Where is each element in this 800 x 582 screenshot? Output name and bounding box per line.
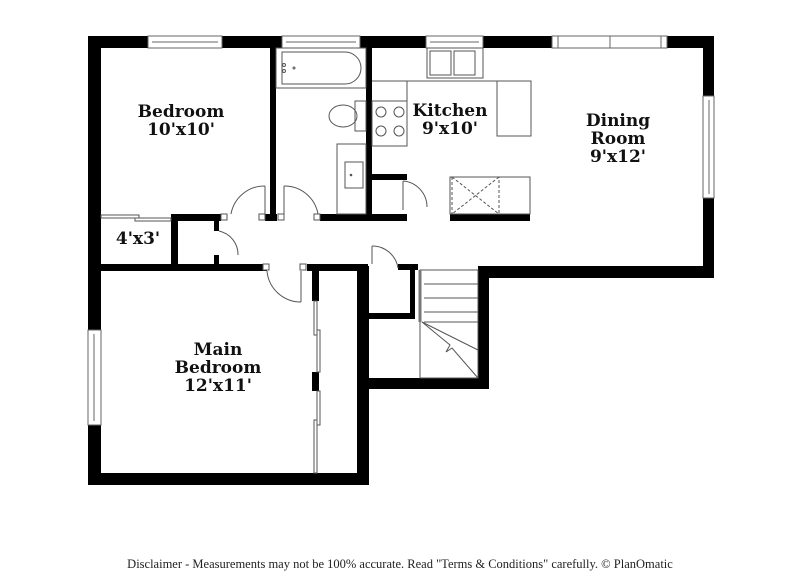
room-label-dining-room: Dining Room 9'x12' bbox=[585, 111, 651, 167]
room-name-line2: Room bbox=[590, 128, 646, 149]
room-label-bedroom: Bedroom 10'x10' bbox=[137, 102, 225, 140]
fixtures bbox=[275, 47, 532, 379]
room-label-main-bedroom: Main Bedroom 12'x11' bbox=[174, 340, 262, 396]
room-dimensions: 9'x12' bbox=[589, 146, 647, 167]
room-label-closet: 4'x3' bbox=[115, 229, 161, 249]
room-dimensions: 12'x11' bbox=[184, 375, 252, 396]
room-name-line2: Bedroom bbox=[174, 357, 262, 378]
room-dimensions: 10'x10' bbox=[147, 119, 215, 140]
room-name-line1: Dining bbox=[585, 111, 651, 131]
room-label-kitchen: Kitchen 9'x10' bbox=[412, 101, 488, 139]
doors bbox=[100, 180, 428, 474]
windows bbox=[87, 35, 715, 426]
disclaimer-text: Disclaimer - Measurements may not be 100… bbox=[127, 557, 673, 571]
room-dimensions: 4'x3' bbox=[115, 229, 161, 249]
room-dimensions: 9'x10' bbox=[421, 118, 479, 139]
walls bbox=[88, 36, 714, 485]
room-name: Bedroom bbox=[137, 102, 225, 122]
room-name: Kitchen bbox=[412, 101, 488, 121]
room-name-line1: Main bbox=[193, 340, 243, 360]
